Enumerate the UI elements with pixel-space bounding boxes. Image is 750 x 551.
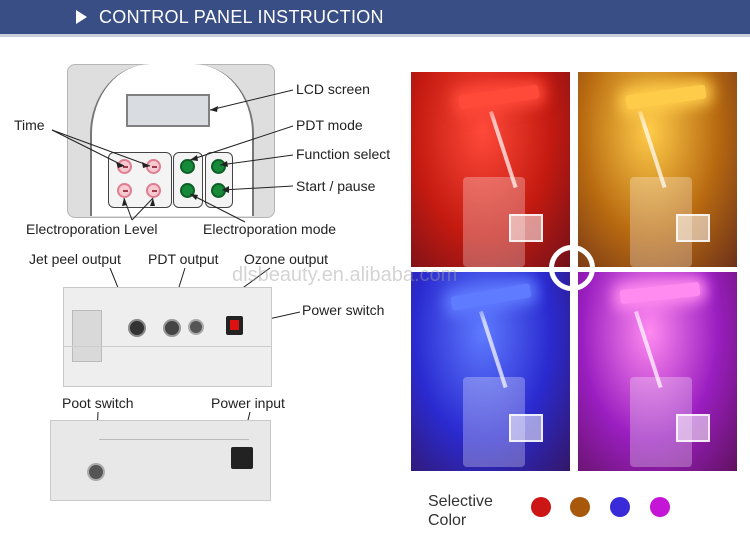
amber-swatch — [570, 497, 590, 517]
lamp-panel — [450, 283, 532, 311]
selective-color-label-2: Color — [428, 512, 467, 529]
machine-rear-photo — [63, 287, 272, 387]
selective-color-label: Selective — [428, 493, 493, 510]
red-light-photo — [411, 72, 570, 267]
red-swatch — [531, 497, 551, 517]
poot-switch-label: Poot switch — [62, 395, 134, 411]
lcd-screen-label: LCD screen — [296, 81, 370, 97]
lamp-panel — [458, 84, 540, 110]
power-switch-rocker — [230, 320, 239, 330]
time-label: Time — [14, 117, 45, 133]
poot-switch-port — [87, 463, 105, 481]
purple-swatch — [650, 497, 670, 517]
ozone-port — [188, 319, 204, 335]
bracket — [72, 310, 102, 362]
watermark: dlsbeauty.en.alibaba.com — [232, 264, 458, 286]
play-arrow-icon — [76, 10, 87, 24]
function-select-button[interactable] — [211, 159, 226, 174]
jet-peel-port — [128, 319, 146, 337]
pdt-mode-label: PDT mode — [296, 117, 363, 133]
purple-light-photo — [578, 272, 737, 471]
power-switch-label: Power switch — [302, 302, 385, 318]
page-title: CONTROL PANEL INSTRUCTION — [99, 7, 384, 27]
electroporation-level-label: Electroporation Level — [26, 221, 158, 237]
power-switch — [226, 316, 243, 335]
panel-edge — [99, 439, 249, 440]
electroporation-mode-label: Electroporation mode — [203, 221, 337, 237]
center-ring — [549, 245, 595, 291]
seam-line — [64, 346, 271, 347]
blue-light-photo — [411, 272, 570, 471]
lcd-screen — [126, 94, 210, 127]
yellow-light-photo — [578, 72, 737, 267]
pdt-port — [163, 319, 181, 337]
level-down-button[interactable] — [117, 183, 132, 198]
level-up-button[interactable] — [146, 183, 161, 198]
function-select-label: Function select — [296, 146, 391, 162]
header-underline — [0, 34, 750, 37]
pdt-mode-button[interactable] — [180, 159, 195, 174]
lamp-panel — [619, 281, 701, 305]
start-pause-label: Start / pause — [296, 178, 376, 194]
jet-peel-output-label: Jet peel output — [29, 251, 121, 267]
machine-bottom-photo — [50, 420, 271, 501]
power-input-socket — [231, 447, 253, 469]
header-bar — [0, 0, 750, 34]
power-input-label: Power input — [211, 395, 285, 411]
pdt-output-label: PDT output — [148, 251, 219, 267]
lamp-panel — [625, 84, 707, 110]
blue-swatch — [610, 497, 630, 517]
ozone-output-label: Ozone output — [244, 251, 329, 267]
